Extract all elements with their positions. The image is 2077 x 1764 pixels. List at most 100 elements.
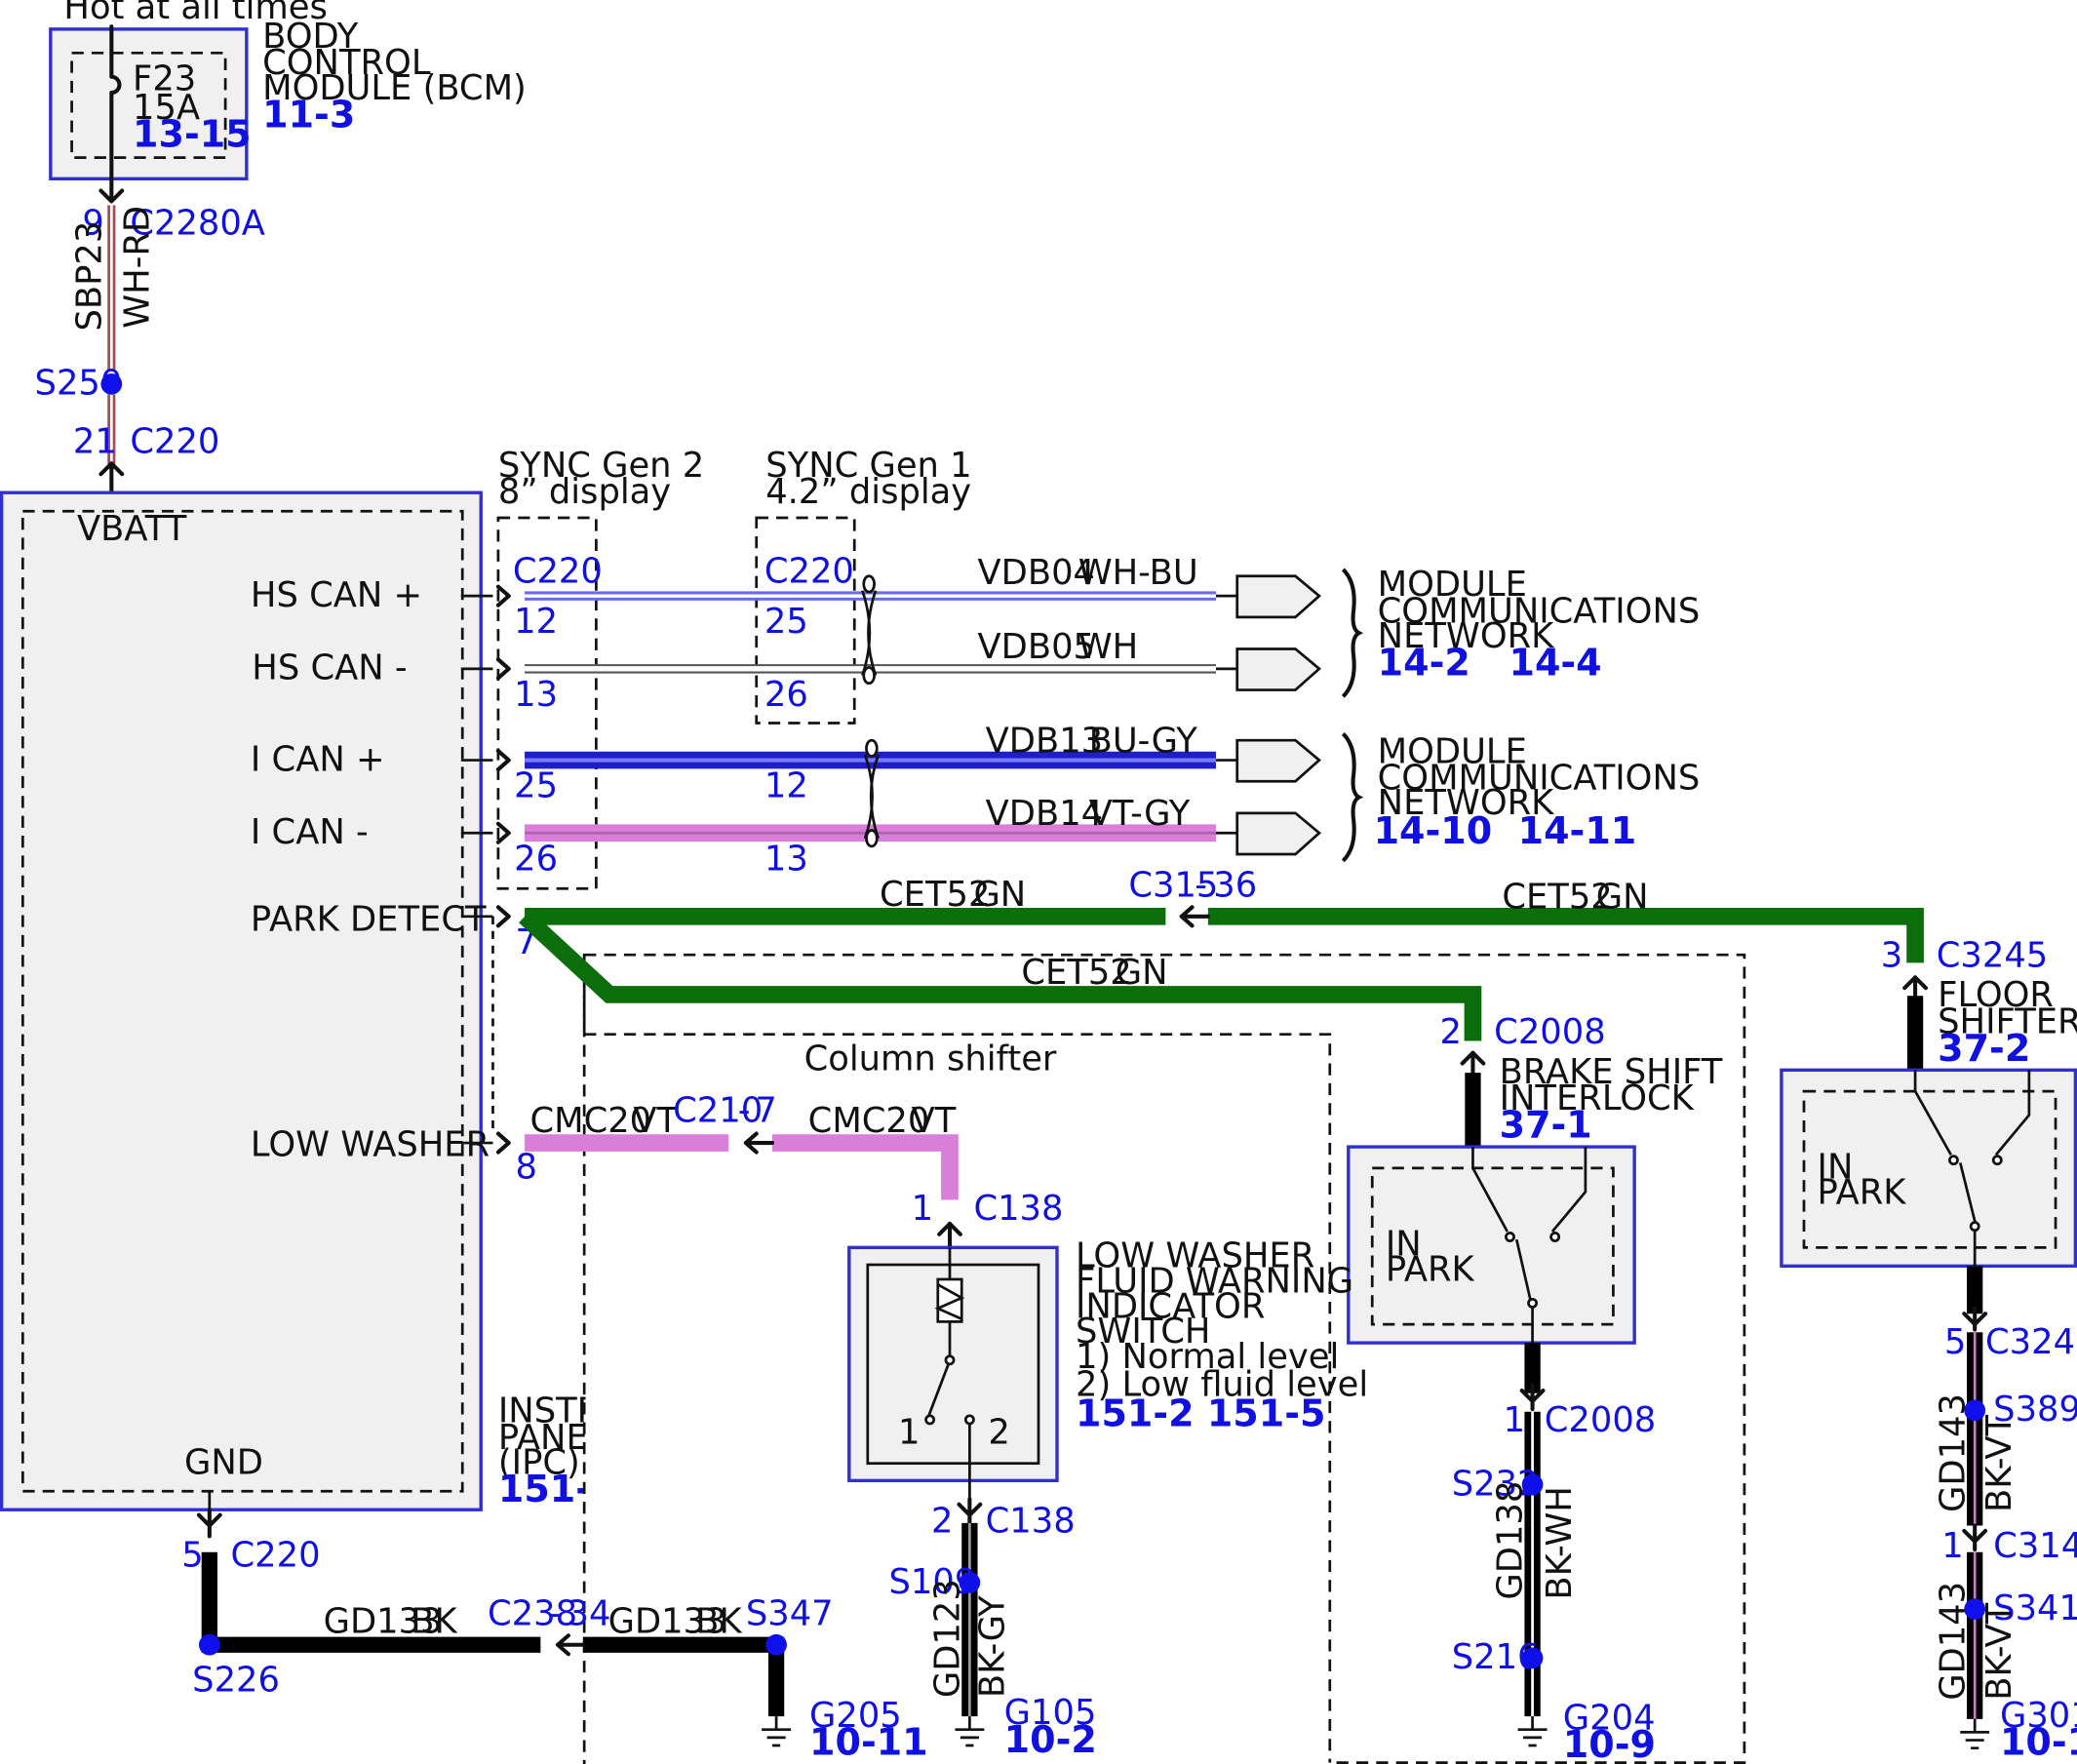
network-1-refs[interactable]: 14-2 14-4 [1378,642,1602,685]
continuation-tip-vdb14[interactable] [1235,811,1322,856]
vdb14-color: VT-GY [1089,794,1191,834]
cet52-circuit-3: CET52 [1021,953,1131,993]
bcm-name-3: MODULE (BCM) [262,68,527,108]
gd133-color-1: BK [411,1602,457,1642]
ground-g205-ref[interactable]: 10-11 [809,1720,928,1763]
cet52-circuit-2: CET52 [1502,878,1612,918]
sync-gen1-pin-26: 26 [764,675,808,715]
connector-c315-pin: 36 [1213,865,1257,905]
connector-c2008-bottom-symbol [1519,1383,1546,1412]
twist-hs-b [867,590,878,677]
sync-gen1-group: SYNC Gen 1 4.2” display C220 25 26 12 13 [755,446,972,879]
sync-gen1-pin-13: 13 [764,839,808,879]
ground-g301-ref[interactable]: 10-13 [2000,1720,2077,1763]
ipc-input-i-can-minus: I CAN - [251,812,369,852]
sync-gen2-pin-25: 25 [514,766,558,806]
ground-g105-ref[interactable]: 10-2 [1004,1718,1097,1761]
cmc20-circuit-1: CMC20 [529,1101,651,1141]
column-shifter-dashed-edge [582,955,1332,1763]
gd133-circuit-2: GD133 [608,1602,727,1642]
network-2-refs[interactable]: 14-10 14-11 [1374,809,1637,852]
twist-i-top [865,738,879,758]
continuation-tip-vdb13[interactable] [1235,738,1322,783]
sync-gen1-title: SYNC Gen 1 [765,446,971,486]
connector-c314: C314 [1993,1526,2077,1566]
connector-c315: C315 [1128,865,1218,905]
interlock-name-1: BRAKE SHIFT [1500,1052,1723,1092]
fuse-rating: 15A [133,88,200,128]
floor-shifter-ref[interactable]: 37-2 [1938,1027,2030,1070]
feed-color-label: WH-RD [117,206,157,329]
sync-gen2-c220: C220 [513,552,603,592]
connector-c2280a: C2280A [130,203,265,243]
floor-shifter-box [1780,1068,2077,1269]
bcm-name-1: BODY [262,17,359,57]
splice-s389-label: S389 [1993,1390,2077,1430]
connector-c2008-top-symbol [1460,1050,1486,1076]
floor-contact-a [1948,1155,1959,1166]
c2008-top-pin: 2 [1440,1012,1462,1052]
floor-switch-contacts [1913,1070,2031,1227]
interlock-ref[interactable]: 37-1 [1500,1104,1592,1147]
splice-s347 [765,1633,787,1656]
vdb05-circuit: VDB05 [978,627,1095,667]
ground-g204-symbol [1517,1728,1548,1747]
c138-bottom-pin: 2 [931,1501,953,1541]
bcm-ref[interactable]: 11-3 [262,93,355,136]
sync-gen2-group: SYNC Gen 2 8” display C220 12 13 25 26 [496,446,704,890]
washer-switch-ref[interactable]: 151-2 151-5 [1076,1392,1325,1435]
connector-c138-top: C138 [973,1189,1063,1229]
splice-s232 [1521,1473,1544,1496]
washer-contact-1 [924,1414,936,1426]
connector-c210: C210 [673,1090,763,1130]
bcm-name-2: CONTROL [262,43,431,83]
network-2-name-2: COMMUNICATIONS [1378,758,1701,798]
floor-in-park-1: IN [1818,1148,1854,1188]
ground-g204-ref[interactable]: 10-9 [1563,1723,1656,1764]
sync-gen2-sub: 8” display [498,472,671,512]
fuse-id: F23 [133,59,196,98]
ipc-pin-stubs [460,594,493,1145]
sync-gen2-dashed-box [496,516,598,890]
bcm-module: Hot at all times F23 15A 13-15 BODY CONT… [49,0,527,201]
gd143-circuit-lower: GD143 [1933,1582,1973,1701]
connector-c3245-bottom: C3245 [1985,1322,2077,1362]
network-2-name-3: NETWORK [1378,783,1554,823]
ground-g105: G105 [1004,1693,1097,1733]
splice-s389 [1964,1399,1986,1422]
continuation-tip-vdb04[interactable] [1235,574,1322,619]
connector-c220-gnd-symbol [196,1508,222,1539]
washer-name-3: INDICATOR [1076,1286,1265,1326]
washer-switch-pivot [944,1354,956,1366]
continuation-tip-vdb05[interactable] [1235,647,1322,691]
ipc-input-low-washer: LOW WASHER [251,1125,490,1165]
connector-c238: C238 [488,1593,577,1633]
hot-at-all-times-label: Hot at all times [63,0,327,27]
interlock-contact-a [1505,1232,1515,1242]
washer-contact-2 [963,1414,975,1426]
gd143-circuit-upper: GD143 [1933,1393,1973,1512]
ipc-input-hs-can-plus: HS CAN + [251,575,422,615]
float-sensor-zigzag [934,1283,965,1320]
floor-contact-b [1991,1155,2003,1166]
interlock-box [1347,1145,1636,1345]
connector-c2008-bottom: C2008 [1545,1400,1656,1440]
floor-in-park-2: PARK [1818,1173,1907,1213]
washer-name-2: FLUID WARNING [1076,1262,1353,1302]
sync-gen1-sub: 4.2” display [765,472,971,512]
bcm-inner-dashed [70,51,227,159]
connector-c210-symbol [743,1131,775,1155]
connector-c314-symbol [1962,1523,1988,1552]
fuse-ref[interactable]: 13-15 [133,113,252,156]
floor-pivot [1969,1221,1980,1233]
wire-cmc20-right [772,1134,959,1200]
splice-s226 [198,1633,220,1656]
wire-cet52-right [1207,907,1924,963]
connector-c3245-top: C3245 [1937,935,2048,975]
gd138-color: BK-WH [1540,1486,1580,1599]
connector-c220-feed: C220 [130,421,219,461]
washer-pos-1: 1 [898,1412,920,1452]
c3245-bottom-pin: 5 [1944,1322,1966,1362]
ipc-box [0,490,483,1511]
c2008-bottom-pin: 1 [1504,1400,1525,1440]
